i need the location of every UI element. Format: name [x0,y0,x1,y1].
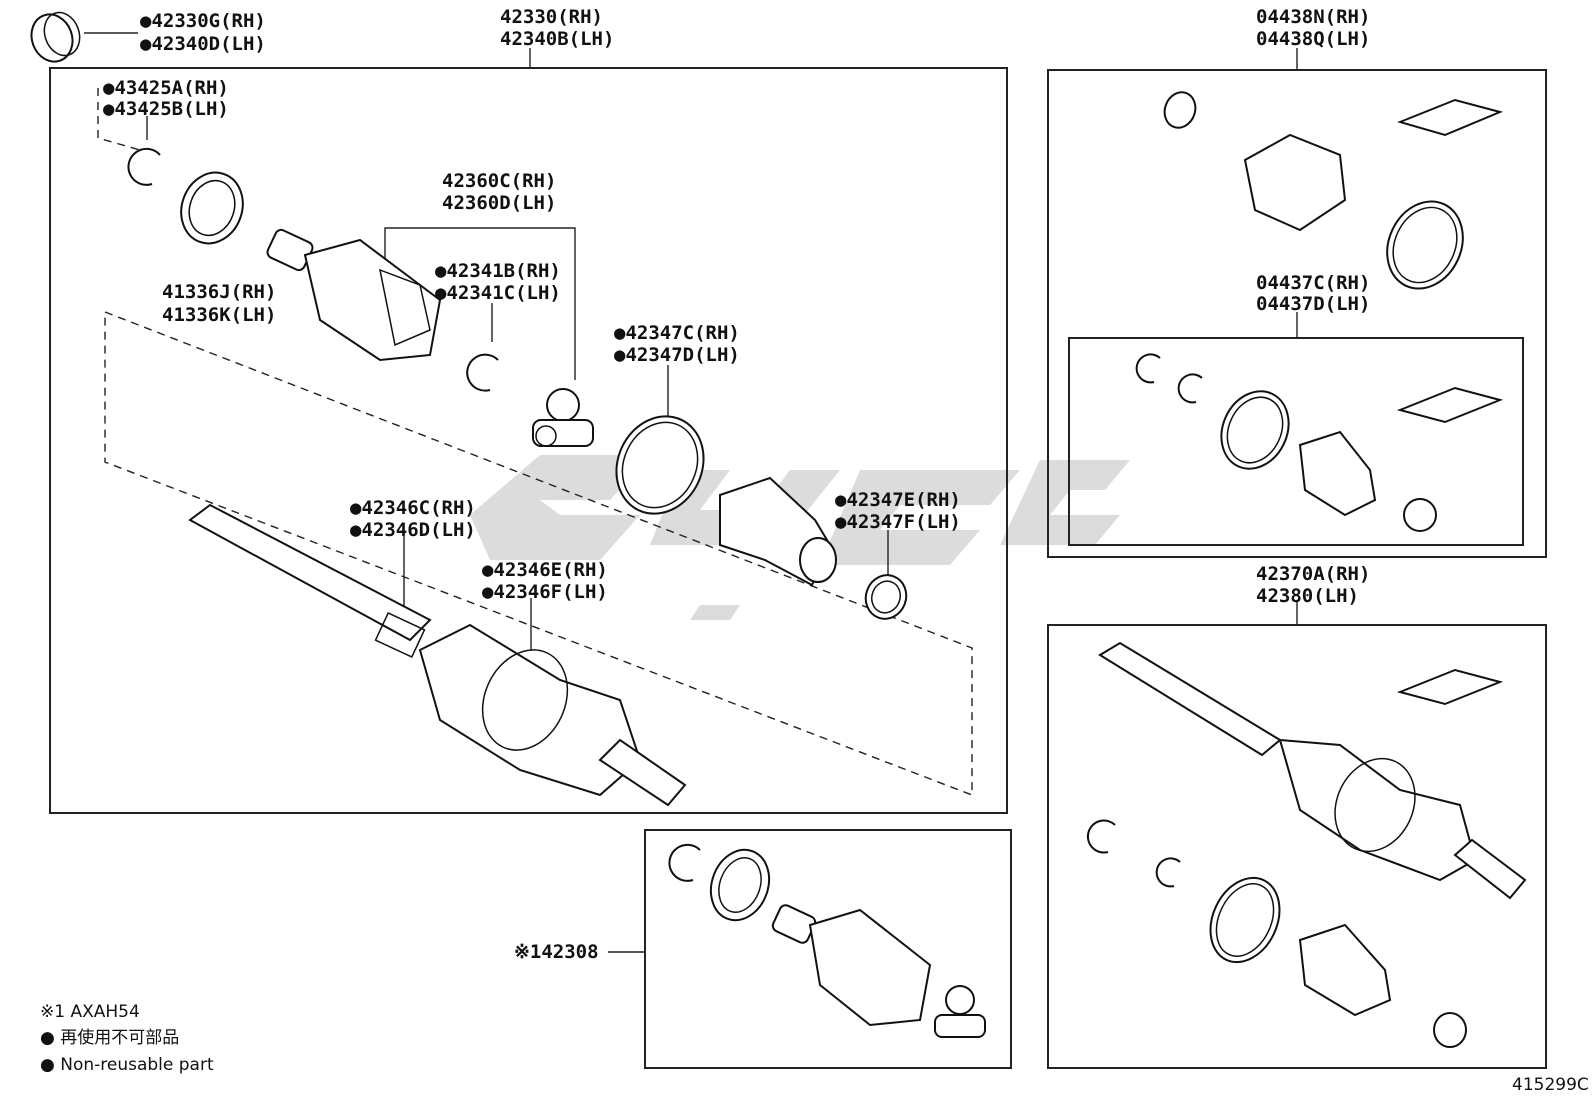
label-42330g: ●42330G(RH) [140,10,266,32]
inboard-boot-part [719,476,837,587]
label-42346c: ●42346C(RH) [350,497,476,519]
dust-deflector-part [180,171,244,245]
note-non-reusable-en: ● Non-reusable part [40,1055,214,1075]
label-42346f: ●42346F(LH) [482,581,608,603]
note-non-reusable-jp: ● 再使用不可部品 [40,1027,179,1048]
label-42340d: ●42340D(LH) [140,33,266,55]
label-42360d: 42360D(LH) [442,192,556,214]
grease-pack-icon-2 [1396,386,1504,424]
label-41336j: 41336J(RH) [162,281,276,303]
boot-clamp-large-part [615,415,705,515]
leader-lines [84,32,1298,953]
snap-ring-part [127,147,161,186]
outer-seal-part [30,11,81,63]
snap-ring-dashed-lead [97,88,141,151]
label-42340b: 42340B(LH) [500,28,614,50]
label-42347c: ●42347C(RH) [614,322,740,344]
label-42347f: ●42347F(LH) [835,511,961,533]
label-42341c: ●42341C(LH) [435,282,561,304]
grease-pack-icon-3 [1396,668,1504,706]
label-41336k: 41336K(LH) [162,304,276,326]
shaft-dashed-outline [104,311,973,797]
label-04438n: 04438N(RH) [1256,6,1370,28]
inboard-boot-kit-box [1068,337,1524,546]
tripod-joint-part [532,388,594,447]
note-model: ※1 AXAH54 [40,1002,140,1022]
inboard-kit-parts [1135,353,1504,532]
label-04437d: 04437D(LH) [1256,293,1370,315]
outboard-kit-parts [1163,91,1504,290]
circlip-part [466,353,499,392]
label-42346d: ●42346D(LH) [350,519,476,541]
label-04438q: 04438Q(LH) [1256,28,1370,50]
label-42308: ※142308 [514,941,599,963]
label-42346e: ●42346E(RH) [482,559,608,581]
part-labels: ●42330G(RH) ●42340D(LH) 42330(RH) 42340B… [103,6,1370,963]
label-42347e: ●42347E(RH) [835,489,961,511]
variant-joint-parts [668,843,986,1038]
lh-shaft-parts [1086,641,1527,1048]
inboard-joint-variant-box [644,829,1012,1069]
label-42347d: ●42347D(LH) [614,344,740,366]
label-43425b: ●43425B(LH) [103,98,229,120]
label-42330: 42330(RH) [500,6,603,28]
label-42341b: ●42341B(RH) [435,260,561,282]
label-04437c: 04437C(RH) [1256,272,1370,294]
boot-clamp-small-part [864,574,908,620]
grease-pack-icon [1396,98,1504,137]
label-42370a: 42370A(RH) [1256,563,1370,585]
figure-id: 415299C [1512,1075,1589,1095]
drive-shaft-part [188,503,687,807]
label-43425a: ●43425A(RH) [103,77,229,99]
inboard-joint-tulip-part [266,228,442,362]
legend: ※1 AXAH54 ● 再使用不可部品 ● Non-reusable part [40,1002,214,1075]
main-assembly-box [49,67,1008,814]
label-42380: 42380(LH) [1256,585,1359,607]
label-42360c: 42360C(RH) [442,170,556,192]
